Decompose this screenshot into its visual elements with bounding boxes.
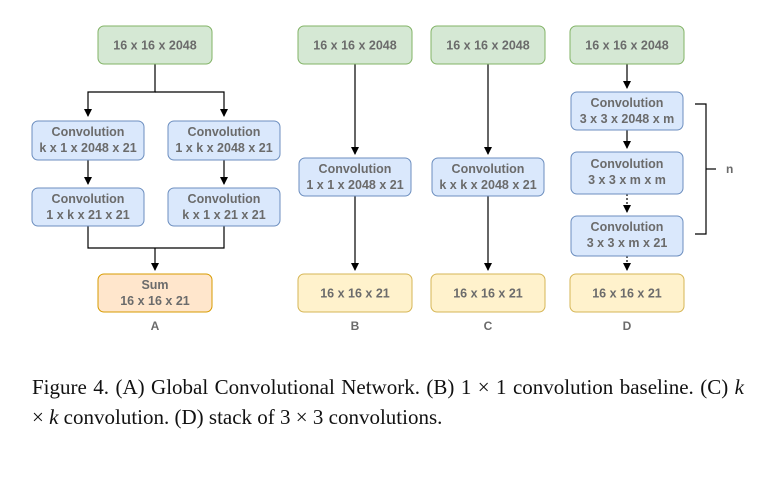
a-left-conv2-title: Convolution bbox=[52, 192, 125, 206]
a-input-box: 16 x 16 x 2048 bbox=[97, 25, 213, 65]
a-sum-title: Sum bbox=[141, 278, 168, 292]
d-conv2-dims: 3 x 3 x m x m bbox=[588, 173, 666, 187]
b-input-box: 16 x 16 x 2048 bbox=[297, 25, 413, 65]
d-conv3-box: Convolution 3 x 3 x m x 21 bbox=[570, 215, 684, 257]
b-output-box: 16 x 16 x 21 bbox=[297, 273, 413, 313]
connector-a-input-left bbox=[84, 64, 156, 117]
d-input-box: 16 x 16 x 2048 bbox=[569, 25, 685, 65]
a-right-conv1-box: Convolution 1 x k x 2048 x 21 bbox=[167, 120, 281, 161]
a-sum-dims: 16 x 16 x 21 bbox=[120, 294, 190, 308]
a-input-text: 16 x 16 x 2048 bbox=[113, 39, 196, 53]
c-input-text: 16 x 16 x 2048 bbox=[446, 39, 529, 53]
d-conv3-title: Convolution bbox=[591, 220, 664, 234]
repeat-n-label: n bbox=[726, 162, 733, 176]
d-output-text: 16 x 16 x 21 bbox=[592, 287, 662, 301]
d-conv1-box: Convolution 3 x 3 x 2048 x m bbox=[570, 91, 684, 131]
caption-part-2: × bbox=[32, 405, 50, 429]
a-right-conv2-box: Convolution k x 1 x 21 x 21 bbox=[167, 187, 281, 227]
connector-a-input-right bbox=[155, 91, 228, 117]
figure-caption: Figure 4. (A) Global Convolutional Netwo… bbox=[32, 372, 744, 432]
a-left-conv1-box: Convolution k x 1 x 2048 x 21 bbox=[31, 120, 145, 161]
d-conv2-title: Convolution bbox=[591, 157, 664, 171]
a-left-conv1-dims: k x 1 x 2048 x 21 bbox=[39, 141, 136, 155]
repeat-bracket bbox=[695, 103, 707, 235]
panel-a-label: A bbox=[151, 319, 160, 333]
a-left-conv2-dims: 1 x k x 21 x 21 bbox=[46, 208, 129, 222]
panel-d: 16 x 16 x 2048 Convolution 3 x 3 x 2048 … bbox=[569, 25, 733, 333]
panel-b: 16 x 16 x 2048 Convolution 1 x 1 x 2048 … bbox=[297, 25, 413, 333]
d-input-text: 16 x 16 x 2048 bbox=[585, 39, 668, 53]
panel-b-label: B bbox=[351, 319, 360, 333]
connector-a-merge bbox=[87, 226, 225, 249]
c-output-box: 16 x 16 x 21 bbox=[430, 273, 546, 313]
d-output-box: 16 x 16 x 21 bbox=[569, 273, 685, 313]
a-right-conv1-dims: 1 x k x 2048 x 21 bbox=[175, 141, 272, 155]
d-conv1-title: Convolution bbox=[591, 96, 664, 110]
b-input-text: 16 x 16 x 2048 bbox=[313, 39, 396, 53]
c-conv-dims: k x k x 2048 x 21 bbox=[439, 178, 536, 192]
b-output-text: 16 x 16 x 21 bbox=[320, 287, 390, 301]
panel-c: 16 x 16 x 2048 Convolution k x k x 2048 … bbox=[430, 25, 546, 333]
panel-d-label: D bbox=[623, 319, 632, 333]
a-sum-box: Sum 16 x 16 x 21 bbox=[97, 273, 213, 313]
panel-a: 16 x 16 x 2048 Convolution k x 1 x 2048 … bbox=[31, 25, 281, 333]
a-right-conv2-dims: k x 1 x 21 x 21 bbox=[182, 208, 265, 222]
d-conv2-box: Convolution 3 x 3 x m x m bbox=[570, 151, 684, 195]
d-conv1-dims: 3 x 3 x 2048 x m bbox=[580, 112, 675, 126]
a-right-conv2-title: Convolution bbox=[188, 192, 261, 206]
b-conv-box: Convolution 1 x 1 x 2048 x 21 bbox=[298, 157, 412, 197]
caption-math-k1: k bbox=[734, 375, 744, 399]
c-input-box: 16 x 16 x 2048 bbox=[430, 25, 546, 65]
d-conv3-dims: 3 x 3 x m x 21 bbox=[587, 236, 668, 250]
c-conv-title: Convolution bbox=[452, 162, 525, 176]
caption-math-k2: k bbox=[49, 405, 59, 429]
b-conv-title: Convolution bbox=[319, 162, 392, 176]
caption-part-1: Figure 4. (A) Global Convolutional Netwo… bbox=[32, 375, 735, 399]
caption-part-3: convolution. (D) stack of 3 × 3 convolut… bbox=[58, 405, 443, 429]
c-conv-box: Convolution k x k x 2048 x 21 bbox=[431, 157, 545, 197]
b-conv-dims: 1 x 1 x 2048 x 21 bbox=[306, 178, 403, 192]
c-output-text: 16 x 16 x 21 bbox=[453, 287, 523, 301]
architecture-diagram: 16 x 16 x 2048 Convolution k x 1 x 2048 … bbox=[31, 25, 733, 333]
a-left-conv2-box: Convolution 1 x k x 21 x 21 bbox=[31, 187, 145, 227]
a-left-conv1-title: Convolution bbox=[52, 125, 125, 139]
panel-c-label: C bbox=[484, 319, 493, 333]
a-right-conv1-title: Convolution bbox=[188, 125, 261, 139]
